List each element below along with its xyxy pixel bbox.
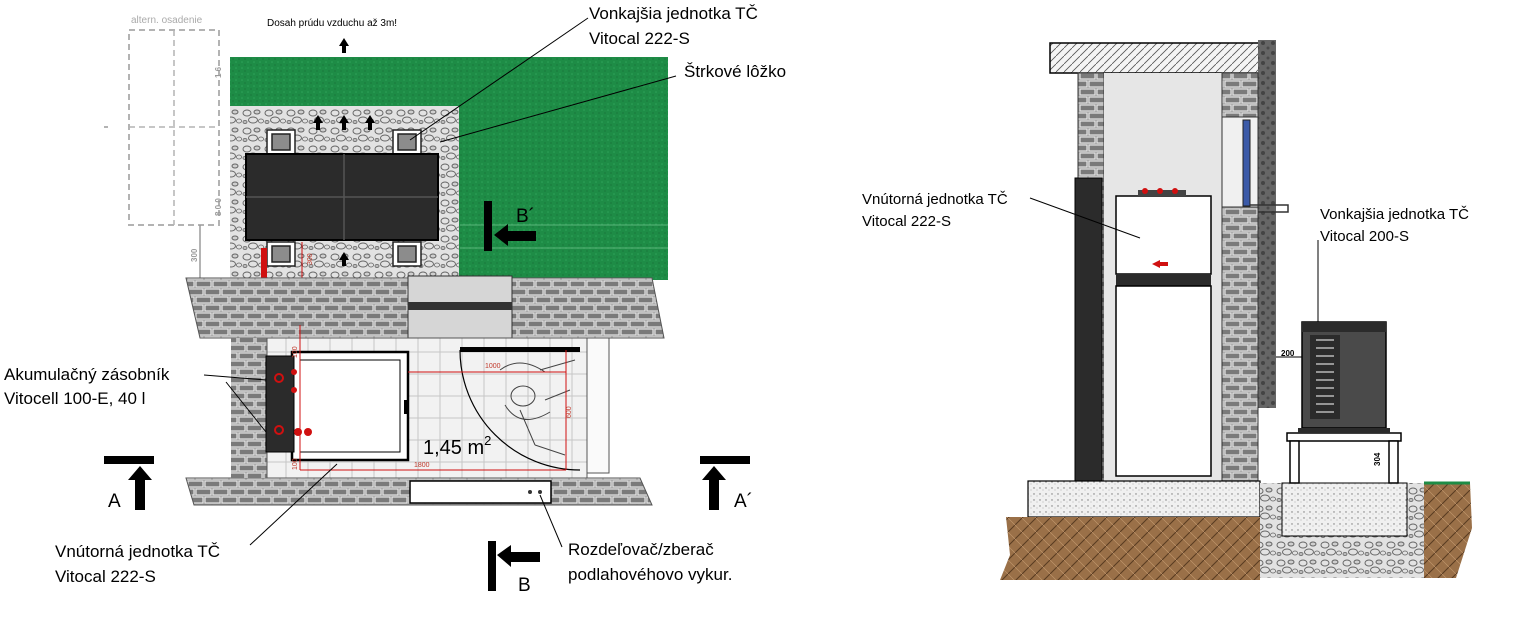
buffer-tank-model: Vitocell 100-E, 40 l xyxy=(4,389,145,408)
svg-text:8 0 0: 8 0 0 xyxy=(214,198,223,216)
buffer-tank xyxy=(265,355,312,453)
manifold-label-2: podlahovéhovo vykur. xyxy=(568,565,732,584)
person-figure xyxy=(499,359,576,456)
dim-304: 304 xyxy=(1373,452,1382,466)
dim-300: 300 xyxy=(190,248,199,262)
section-outdoor-model: Vitocal 200-S xyxy=(1320,228,1409,245)
floor-plan: altern. osadenie 1 6 8 0 0 xyxy=(4,4,786,596)
section-outdoor-label: Vonkajšia jednotka TČ xyxy=(1320,206,1469,223)
dim-1000: 1000 xyxy=(485,363,501,370)
section-leaders xyxy=(1029,197,1319,322)
soil-right xyxy=(1424,483,1472,578)
section-marker-a2: A´ xyxy=(700,456,753,512)
area-label: 1,45 m2 xyxy=(423,433,491,459)
outdoor-unit-model: Vitocal 222-S xyxy=(589,29,690,48)
floor-slab xyxy=(1027,480,1261,518)
airflow-arrows xyxy=(313,38,375,266)
buffer-tank-side xyxy=(1074,177,1103,482)
section-indoor-label: Vnútorná jednotka TČ xyxy=(862,191,1008,208)
roof-slab xyxy=(1049,42,1261,74)
svg-text:B´: B´ xyxy=(516,206,535,227)
outdoor-unit-stand xyxy=(1286,432,1402,484)
dim-300b: 300 xyxy=(307,253,314,265)
leader-lines xyxy=(203,17,677,548)
section-marker-b: B xyxy=(488,541,540,596)
dim-1800: 1800 xyxy=(414,462,430,469)
soil-left xyxy=(1000,517,1260,580)
gravel-bed-label: Štrkové lôžko xyxy=(684,62,786,81)
alternative-placement: altern. osadenie 1 6 8 0 0 xyxy=(104,15,223,226)
section-marker-b2: B´ xyxy=(484,201,536,251)
right-wall xyxy=(1221,72,1259,118)
alternative-placement-label: altern. osadenie xyxy=(131,15,203,26)
outdoor-unit-label: Vonkajšia jednotka TČ xyxy=(589,4,758,23)
wall-pipe xyxy=(1242,119,1251,207)
section-indoor-model: Vitocal 222-S xyxy=(862,213,951,230)
svg-text:A: A xyxy=(108,491,121,512)
manifold-box xyxy=(409,480,552,504)
indoor-unit-topview xyxy=(290,350,410,462)
wall-duct xyxy=(407,275,513,341)
section-marker-a: A xyxy=(104,456,154,512)
pipe-red xyxy=(261,248,267,278)
svg-text:1 6: 1 6 xyxy=(214,66,223,78)
svg-text:B: B xyxy=(518,575,531,596)
dim-100a: 100 xyxy=(292,346,299,358)
dim-600: 600 xyxy=(566,406,573,418)
unit-feet xyxy=(266,129,422,267)
indoor-unit-model: Vitocal 222-S xyxy=(55,567,156,586)
dim-200: 200 xyxy=(1281,349,1295,358)
dim-100b: 100 xyxy=(292,458,299,470)
indoor-unit-label: Vnútorná jednotka TČ xyxy=(55,542,220,561)
manifold-label: Rozdeľovač/zberač xyxy=(568,540,714,559)
outdoor-unit-topview xyxy=(245,153,439,241)
section-view: 200 304 Vnútorná jednotka TČ Vitocal 222… xyxy=(862,40,1472,580)
buffer-tank-label: Akumulačný zásobník xyxy=(4,365,170,384)
airflow-note: Dosah prúdu vzduchu až 3m! xyxy=(267,18,397,29)
svg-text:A´: A´ xyxy=(734,491,753,512)
room-left-wall xyxy=(231,338,267,478)
dimension-lines xyxy=(299,325,567,471)
indoor-unit-side xyxy=(1115,188,1212,477)
outdoor-unit-side xyxy=(1298,321,1390,433)
outer-insulation xyxy=(1258,40,1276,408)
